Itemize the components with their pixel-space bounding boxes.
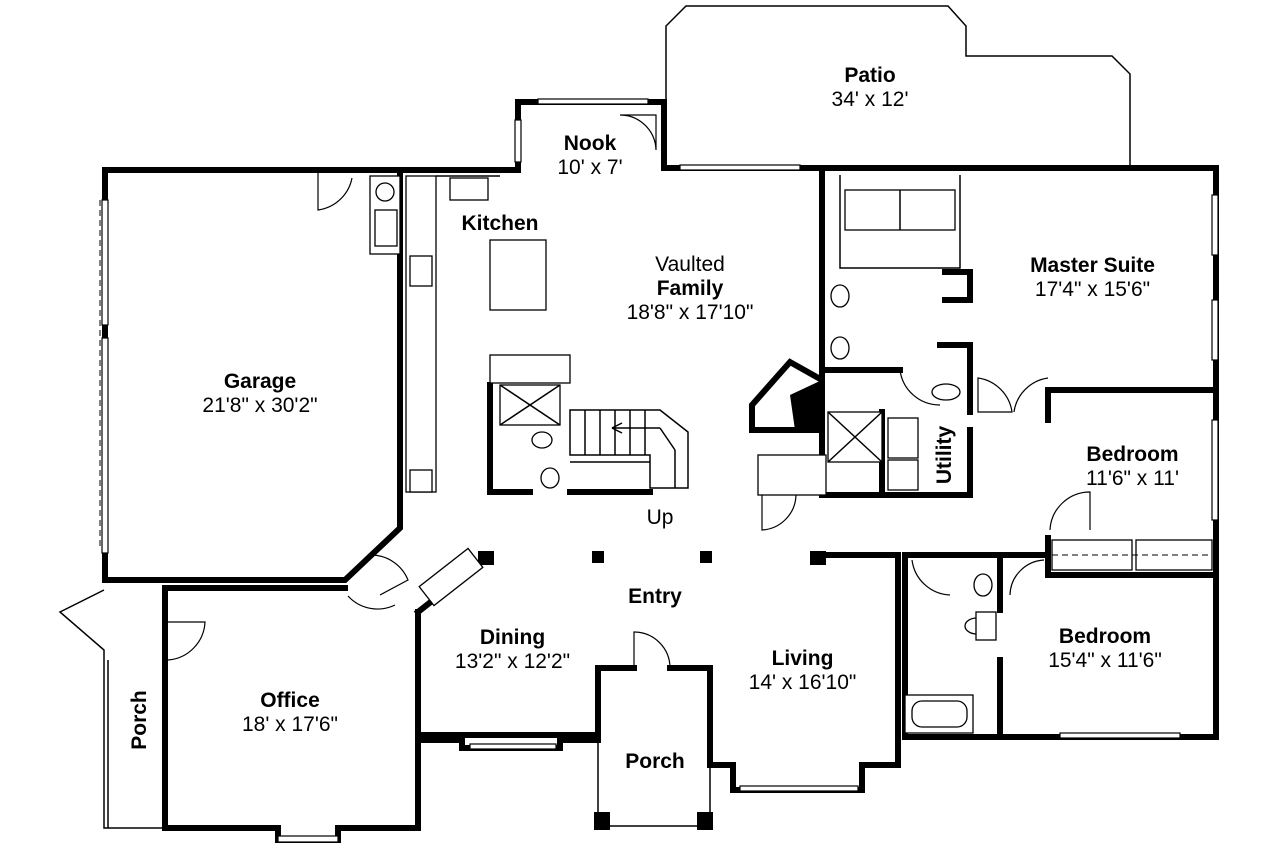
- dining-buffet: [418, 547, 484, 607]
- stair-block: [487, 354, 689, 495]
- room-name: Bedroom: [1086, 443, 1179, 466]
- room-name: Garage: [223, 370, 297, 393]
- fireplace: [749, 358, 827, 531]
- kitchen-island: [489, 239, 547, 311]
- front-porch: [594, 631, 713, 830]
- room-size: 34' x 12': [831, 88, 909, 111]
- room-name: Porch: [625, 750, 685, 773]
- room-size: 14' x 16'10": [748, 671, 857, 694]
- room-name: Entry: [628, 585, 682, 608]
- entry-column: [700, 551, 712, 563]
- room-name: Porch: [128, 690, 151, 750]
- room-size: 10' x 7': [557, 156, 623, 179]
- nook-door: [619, 114, 657, 151]
- dining-label: Dining 13'2" x 12'2": [440, 626, 585, 674]
- garage-label: Garage 21'8" x 30'2": [180, 370, 340, 418]
- patio-label: Patio 34' x 12': [800, 64, 940, 112]
- family-label: Vaulted Family 18'8" x 17'10": [600, 253, 780, 325]
- room-size: 11'6" x 11': [1086, 467, 1179, 490]
- room-size: 15'4" x 11'6": [1048, 649, 1162, 672]
- garage-walls: [99, 167, 403, 583]
- room-size: 18'8" x 17'10": [626, 301, 754, 324]
- room-size: 21'8" x 30'2": [202, 394, 318, 417]
- room-name: Nook: [563, 132, 617, 155]
- room-name: Office: [260, 689, 320, 712]
- bedroom-1-label: Bedroom 11'6" x 11': [1070, 443, 1195, 491]
- room-name: Master Suite: [1030, 254, 1155, 277]
- office-walls: [58, 585, 421, 843]
- entry-column: [810, 551, 826, 565]
- room-name: Bedroom: [1058, 625, 1152, 648]
- office-label: Office 18' x 17'6": [225, 689, 355, 737]
- kitchen-label: Kitchen: [440, 212, 560, 236]
- bedroom-1-walls: [1045, 387, 1219, 578]
- room-name: Dining: [479, 626, 546, 649]
- master-suite-label: Master Suite 17'4" x 15'6": [1000, 254, 1185, 302]
- living-label: Living 14' x 16'10": [735, 647, 870, 695]
- entry-label: Entry: [605, 585, 705, 609]
- room-name: Living: [771, 647, 834, 670]
- utility-label: Utility: [933, 410, 957, 500]
- stairs-label: Up: [646, 506, 674, 529]
- room-name: Utility: [933, 425, 956, 485]
- room-name: Patio: [844, 64, 896, 87]
- room-name: Kitchen: [461, 212, 539, 235]
- nook-label: Nook 10' x 7': [530, 132, 650, 180]
- garage-door-swing: [369, 554, 409, 596]
- room-size: 17'4" x 15'6": [1034, 278, 1151, 301]
- room-size: 13'2" x 12'2": [454, 650, 571, 673]
- bedroom-2-label: Bedroom 15'4" x 11'6": [1030, 625, 1180, 673]
- entry-column: [592, 551, 604, 563]
- room-prefix: Vaulted: [655, 253, 725, 276]
- side-porch-label: Porch: [128, 680, 152, 760]
- patio-outline: [665, 5, 1131, 168]
- bedroom-2-walls: [902, 552, 1181, 740]
- stairs-up-label: Up: [640, 506, 680, 530]
- room-name: Family: [656, 277, 724, 300]
- room-size: 18' x 17'6": [241, 713, 339, 736]
- kitchen-counters: [369, 175, 547, 493]
- master-bath: [819, 165, 1219, 498]
- entry-column: [478, 551, 494, 565]
- front-porch-label: Porch: [605, 750, 705, 774]
